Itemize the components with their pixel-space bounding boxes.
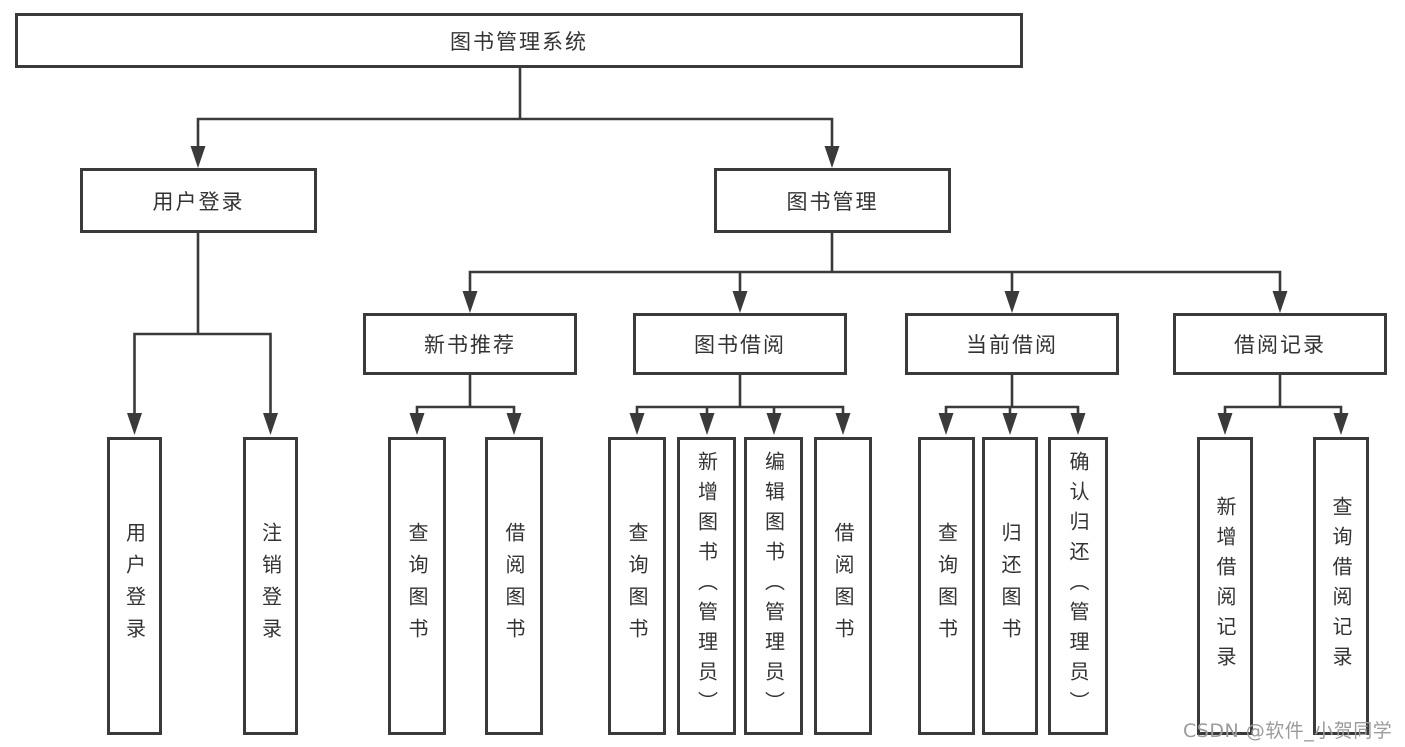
leaf-user-login: 用户登录 [107, 437, 162, 735]
node-user-login: 用户登录 [80, 168, 317, 233]
leaf-edit-book-admin-label: 编辑图书（管理员） [761, 451, 786, 721]
node-book-borrowing: 图书借阅 [633, 313, 847, 375]
leaf-logout-login-label: 注销登录 [258, 522, 283, 650]
leaf-query-books-recommend: 查询图书 [388, 437, 446, 735]
leaf-query-borrow-record-label: 查询借阅记录 [1329, 496, 1353, 676]
leaf-logout-login: 注销登录 [243, 437, 298, 735]
leaf-add-borrow-record: 新增借阅记录 [1197, 437, 1253, 735]
leaf-return-book-label: 归还图书 [998, 522, 1022, 650]
leaf-borrow-books-recommend-label: 借阅图书 [502, 522, 526, 650]
leaf-query-books-current-label: 查询图书 [934, 522, 959, 650]
node-library-management-system: 图书管理系统 [15, 13, 1023, 68]
leaf-query-books-borrow-label: 查询图书 [625, 522, 649, 650]
leaf-query-books-current: 查询图书 [918, 437, 975, 735]
leaf-add-borrow-record-label: 新增借阅记录 [1213, 496, 1237, 676]
leaf-edit-book-admin: 编辑图书（管理员） [744, 437, 803, 735]
leaf-confirm-return-admin: 确认归还（管理员） [1048, 437, 1108, 735]
leaf-confirm-return-admin-label: 确认归还（管理员） [1066, 451, 1090, 721]
node-borrowing-records: 借阅记录 [1173, 313, 1387, 375]
leaf-query-books-borrow: 查询图书 [608, 437, 666, 735]
leaf-query-borrow-record: 查询借阅记录 [1313, 437, 1369, 735]
leaf-borrow-books: 借阅图书 [814, 437, 872, 735]
leaf-add-book-admin-label: 新增图书（管理员） [694, 451, 719, 721]
node-new-book-recommendation: 新书推荐 [363, 313, 577, 375]
node-current-borrowing: 当前借阅 [905, 313, 1119, 375]
leaf-user-login-label: 用户登录 [122, 522, 147, 650]
leaf-query-books-recommend-label: 查询图书 [405, 522, 429, 650]
csdn-watermark: CSDN @软件_小贺同学 [1183, 720, 1393, 742]
node-book-management: 图书管理 [714, 168, 951, 233]
leaf-borrow-books-recommend: 借阅图书 [485, 437, 543, 735]
leaf-borrow-books-label: 借阅图书 [831, 522, 855, 650]
leaf-return-book: 归还图书 [982, 437, 1038, 735]
leaf-add-book-admin: 新增图书（管理员） [677, 437, 736, 735]
